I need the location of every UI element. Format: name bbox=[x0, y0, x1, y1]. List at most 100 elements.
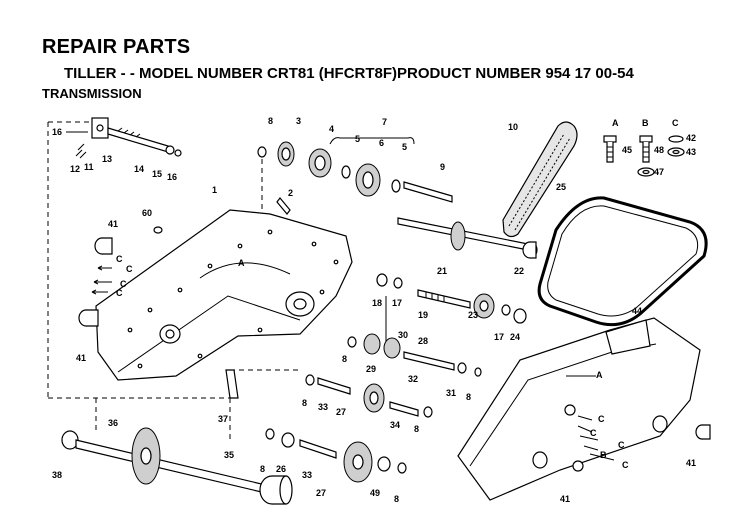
callout-35: 35 bbox=[224, 450, 234, 460]
callout-7: 7 bbox=[382, 117, 387, 127]
callout-8: 8 bbox=[466, 392, 471, 402]
lever-37-part bbox=[225, 369, 239, 399]
callout-10: 10 bbox=[508, 122, 518, 132]
lower-axle-assembly bbox=[48, 397, 293, 505]
pin-16-part bbox=[174, 149, 182, 157]
callout-33: 33 bbox=[318, 402, 328, 412]
ref-letter-c: C bbox=[116, 254, 123, 264]
callout-32: 32 bbox=[408, 374, 418, 384]
callout-42: 42 bbox=[686, 133, 696, 143]
callout-23: 23 bbox=[468, 310, 478, 320]
callout-3: 3 bbox=[296, 116, 301, 126]
callout-16: 16 bbox=[52, 127, 62, 137]
shaft-21-assembly bbox=[397, 217, 538, 259]
callout-8: 8 bbox=[268, 116, 273, 126]
lower-right-gears bbox=[265, 428, 407, 483]
callout-38: 38 bbox=[52, 470, 62, 480]
callout-16: 16 bbox=[167, 172, 177, 182]
callout-36: 36 bbox=[108, 418, 118, 428]
right-housing-half bbox=[457, 317, 711, 501]
callout-5: 5 bbox=[402, 142, 407, 152]
callout-28: 28 bbox=[418, 336, 428, 346]
callout-41: 41 bbox=[108, 219, 118, 229]
callout-labels: 16 13 12 11 14 15 16 8 3 4 7 5 6 5 9 10 … bbox=[52, 116, 696, 504]
callout-4: 4 bbox=[329, 124, 334, 134]
callout-34: 34 bbox=[390, 420, 400, 430]
callout-41: 41 bbox=[76, 353, 86, 363]
hardware-col-a: A bbox=[612, 118, 619, 128]
left-bushings bbox=[78, 237, 113, 327]
chain-10 bbox=[502, 121, 578, 238]
shaft-9-part bbox=[403, 181, 453, 203]
callout-8: 8 bbox=[302, 398, 307, 408]
ref-letter-b: B bbox=[600, 450, 607, 460]
callout-33: 33 bbox=[302, 470, 312, 480]
hardware-col-b: B bbox=[642, 118, 649, 128]
model-subtitle: TILLER - - MODEL NUMBER CRT81 (HFCRT8F)P… bbox=[64, 65, 634, 82]
callout-6: 6 bbox=[379, 138, 384, 148]
callout-12: 12 bbox=[70, 164, 80, 174]
ref-letter-c: C bbox=[116, 288, 123, 298]
callout-17: 17 bbox=[392, 298, 402, 308]
callout-41: 41 bbox=[686, 458, 696, 468]
callout-48: 48 bbox=[654, 145, 664, 155]
callout-24: 24 bbox=[510, 332, 520, 342]
callout-14: 14 bbox=[134, 164, 144, 174]
left-housing-half bbox=[95, 197, 353, 381]
callout-8: 8 bbox=[260, 464, 265, 474]
washer-5-part bbox=[341, 165, 351, 179]
shaft-14-part bbox=[107, 127, 169, 153]
callout-17: 17 bbox=[494, 332, 504, 342]
shift-shaft-assembly bbox=[47, 117, 182, 398]
reference-letters: A B C C C C C A A C C C B C bbox=[116, 118, 679, 470]
callout-27: 27 bbox=[316, 488, 326, 498]
upper-gear-stack bbox=[257, 137, 453, 320]
gasket-25 bbox=[537, 196, 708, 327]
section-title: TRANSMISSION bbox=[42, 86, 142, 101]
callout-25: 25 bbox=[556, 182, 566, 192]
callout-9: 9 bbox=[440, 162, 445, 172]
callout-44: 44 bbox=[632, 306, 642, 316]
callout-37: 37 bbox=[218, 414, 228, 424]
callout-43: 43 bbox=[686, 147, 696, 157]
ref-letter-c: C bbox=[622, 460, 629, 470]
callout-31: 31 bbox=[446, 388, 456, 398]
ref-letter-a: A bbox=[596, 370, 603, 380]
callout-13: 13 bbox=[102, 154, 112, 164]
callout-22: 22 bbox=[514, 266, 524, 276]
callout-41: 41 bbox=[560, 494, 570, 504]
callout-45: 45 bbox=[622, 145, 632, 155]
callout-27: 27 bbox=[336, 407, 346, 417]
callout-18: 18 bbox=[372, 298, 382, 308]
page-title: REPAIR PARTS bbox=[42, 36, 191, 58]
callout-26: 26 bbox=[276, 464, 286, 474]
gear-cluster-center bbox=[347, 273, 527, 377]
callout-8: 8 bbox=[342, 354, 347, 364]
callout-1: 1 bbox=[212, 185, 217, 195]
callout-30: 30 bbox=[398, 330, 408, 340]
callout-19: 19 bbox=[418, 310, 428, 320]
callout-8: 8 bbox=[394, 494, 399, 504]
plug-60-part bbox=[153, 226, 163, 234]
callout-5: 5 bbox=[355, 134, 360, 144]
callout-60: 60 bbox=[142, 208, 152, 218]
callout-21: 21 bbox=[437, 266, 447, 276]
lower-gear-row bbox=[225, 369, 433, 418]
bracket-7 bbox=[329, 137, 415, 145]
ref-letter-c: C bbox=[120, 279, 127, 289]
hardware-legend bbox=[603, 135, 685, 177]
hardware-col-c: C bbox=[672, 118, 679, 128]
callout-11: 11 bbox=[84, 162, 94, 172]
ref-letter-a: A bbox=[238, 258, 245, 268]
ref-letter-c: C bbox=[598, 414, 605, 424]
ref-letter-c: C bbox=[618, 440, 625, 450]
callout-49: 49 bbox=[370, 488, 380, 498]
collar-15-part bbox=[165, 145, 175, 155]
cover-44-part bbox=[605, 319, 651, 355]
callout-2: 2 bbox=[288, 188, 293, 198]
callout-8: 8 bbox=[414, 424, 419, 434]
ref-letter-c: C bbox=[126, 264, 133, 274]
pin-2-part bbox=[276, 197, 291, 215]
callout-15: 15 bbox=[152, 169, 162, 179]
